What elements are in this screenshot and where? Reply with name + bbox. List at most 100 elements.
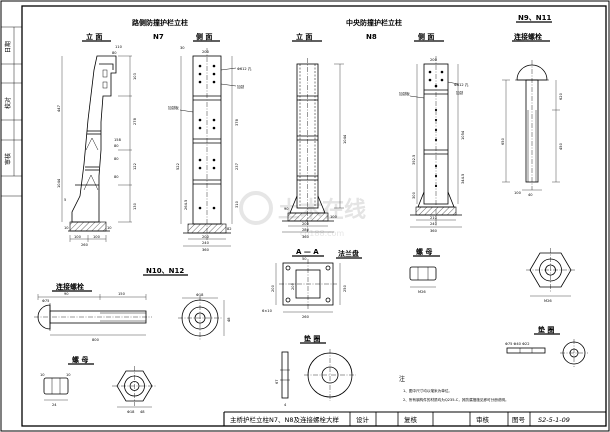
- n8-side-dim-7: 240: [430, 222, 438, 226]
- n8-front-dim-5: 360: [302, 235, 310, 239]
- note-2: 2、所有钢构件的材质均为Q235-C，其防腐措施见即可分册说明。: [403, 397, 509, 402]
- n7-side-dim-6: 522: [176, 163, 180, 170]
- title-block: 主桥护栏立柱N7、N8及连接螺栓大样 设计 复核 审核 图号 S2-5-1-09: [223, 411, 606, 426]
- drawing-title: 主桥护栏立柱N7、N8及连接螺栓大样: [230, 415, 339, 424]
- n8-stiffener-callout: 加劲板: [399, 91, 410, 96]
- aa-dim-3: 260: [302, 315, 310, 319]
- notes: 注 1、图中尺寸均以毫米为单位。 2、所有钢构件的材质均为Q235-C，其防腐措…: [399, 375, 509, 402]
- nut-right-dim: M26: [544, 299, 552, 303]
- n9-dim-1: 650: [501, 137, 505, 145]
- n7-side-dim-11: 360: [202, 248, 210, 252]
- n7-stiffener-label: 加劲板: [168, 105, 179, 110]
- n8-side-dim-3: 392.5: [412, 155, 416, 165]
- n7-side-view: Φ612 孔 加劲 30 200 378 237 264.5 522 310 8…: [176, 46, 252, 252]
- n8-side-dim-1: 200: [430, 58, 438, 62]
- n9-dim-5: 40: [528, 193, 533, 197]
- n9-connect-bolt-label: 连接螺栓: [514, 32, 542, 41]
- nut-left-dim-2: 24: [52, 403, 57, 407]
- n7-elevation-label: 立 面: [86, 32, 102, 41]
- nut-left-dim-1: 10: [40, 373, 45, 377]
- aa-dim-2: 200: [271, 284, 275, 292]
- n7-side-dim-5: 264.5: [184, 200, 188, 210]
- washer-detail-center: 垫 圈 67 4: [275, 334, 356, 407]
- n7-front-dim-13: 130: [133, 202, 137, 210]
- n9-dim-2: 450: [559, 142, 563, 150]
- n7-stiffener-callout: 加劲板: [168, 105, 194, 113]
- washer-label-right: 垫 圈: [538, 325, 554, 334]
- n8-bolt-callout: 加劲: [456, 90, 464, 95]
- n10-n12-title: N10、N12: [146, 267, 184, 275]
- section-aa: A — A 法兰盘 6×10 50 200 260 250 200: [262, 248, 362, 319]
- n7-front-dim-10: 80: [114, 157, 119, 161]
- n9-n11-bolt: N9、N11 连接螺栓 650 450 620 100 40: [501, 14, 563, 197]
- n7-front-elevation: 110 80 447 103 278 158 80 122 1044 80 80…: [57, 45, 137, 247]
- bolt-left-dim-3: 150: [118, 292, 126, 296]
- n7-bolt-hole-callout: Φ612 孔: [237, 66, 252, 71]
- n8-side-label: 侧 面: [418, 32, 434, 41]
- bolt-left-dim-1: Φ75: [42, 299, 49, 303]
- side-tab-proof: 校对: [4, 97, 12, 109]
- n7-side-label: 侧 面: [196, 32, 212, 41]
- n7-side-dim-10: 240: [202, 241, 210, 245]
- n7-front-dim-15: 260: [81, 243, 89, 247]
- n7-side-dim-4: 237: [235, 163, 239, 170]
- side-tab-review: 审核: [4, 153, 12, 165]
- n7-front-dim-5: 278: [133, 117, 137, 125]
- drawing-no-label: 图号: [512, 416, 526, 424]
- note-1: 1、图中尺寸均以毫米为单位。: [403, 388, 452, 393]
- n8-code-label: N8: [366, 33, 377, 41]
- watermark-url: co188.com: [300, 229, 344, 238]
- nut-label-left: 螺 母: [72, 355, 88, 364]
- n7-front-dim-4: 103: [133, 73, 137, 80]
- n8-side-dim-6: 210: [430, 216, 438, 220]
- n7-section-title: 路侧防撞护栏立柱: [132, 18, 188, 27]
- n7-side-dim-7: 310: [235, 200, 239, 208]
- n7-front-dim-16: 100: [74, 235, 82, 239]
- n8-side-view: 加劲板 Φ612 孔 加劲 200 1054 392.5 344.5 300 2…: [399, 56, 469, 233]
- nut-bottom-dim-1: Φ18: [127, 410, 135, 414]
- n8-elevation-label: 立 面: [296, 32, 312, 41]
- aa-hole-callout: 6×10: [262, 309, 273, 313]
- notes-heading: 注: [399, 375, 405, 383]
- nut-detail-top: 螺 母 M26: [409, 247, 440, 294]
- n7-front-dim-17: 10: [107, 226, 112, 230]
- nut-top-dim: M26: [418, 290, 426, 294]
- n8-drawings: 中央防撞护栏立柱 立 面 N8 侧 面 1044 90: [282, 18, 469, 239]
- n7-front-dim-9: 1044: [57, 178, 61, 188]
- section-aa-label: A — A: [296, 248, 319, 256]
- n8-front-elevation: 1044 90 200 280 360 100: [282, 58, 347, 239]
- design-label: 设计: [356, 415, 370, 424]
- n7-front-dim-12: 5: [64, 198, 66, 202]
- aa-dim-5: 200: [291, 282, 295, 290]
- n7-bolt-callout: 加劲: [237, 84, 245, 89]
- n7-side-dim-3: 378: [235, 118, 239, 126]
- washer-left-dim-2: 4: [284, 403, 287, 407]
- n7-front-dim-11: 80: [114, 175, 119, 179]
- n8-front-dim-4: 280: [302, 228, 310, 232]
- washer-label-center: 垫 圈: [304, 334, 320, 343]
- n8-front-dim-6: 100: [330, 215, 338, 219]
- nut-detail-left: 螺 母 10 24 10 Φ18 48: [40, 355, 157, 414]
- n7-front-dim-2: 80: [112, 51, 117, 55]
- n8-section-title: 中央防撞护栏立柱: [346, 18, 402, 27]
- n7-front-dim-3: 447: [57, 105, 61, 112]
- n8-side-dim-8: 360: [430, 229, 438, 233]
- n10-n12-bolt: N10、N12 连接螺栓 Φ75 90 150 800 Φ18 48: [34, 267, 231, 342]
- n8-front-dim-2: 90: [284, 207, 289, 211]
- nut-detail-right: M26: [526, 248, 575, 303]
- bolt-left-dim-4: 800: [92, 338, 100, 342]
- bolt-disc-dim-2: 48: [227, 317, 231, 322]
- bolt-disc-dim-1: Φ18: [196, 293, 204, 297]
- n8-side-dim-4: 344.5: [461, 174, 465, 184]
- n7-code-label: N7: [153, 33, 164, 41]
- nut-bottom-dim-2: 48: [140, 410, 145, 414]
- nut-left-dim-3: 10: [66, 373, 71, 377]
- n8-front-dim-1: 1044: [343, 134, 347, 144]
- n7-front-dim-18: 100: [93, 235, 101, 239]
- washer-size-callout: Φ75 Φ40 Φ22: [505, 342, 530, 346]
- nut-label-top: 螺 母: [416, 247, 432, 256]
- n7-front-dim-1: 110: [115, 45, 123, 49]
- n7-side-dim-8: 82: [227, 227, 232, 231]
- n9-dim-4: 100: [514, 191, 522, 195]
